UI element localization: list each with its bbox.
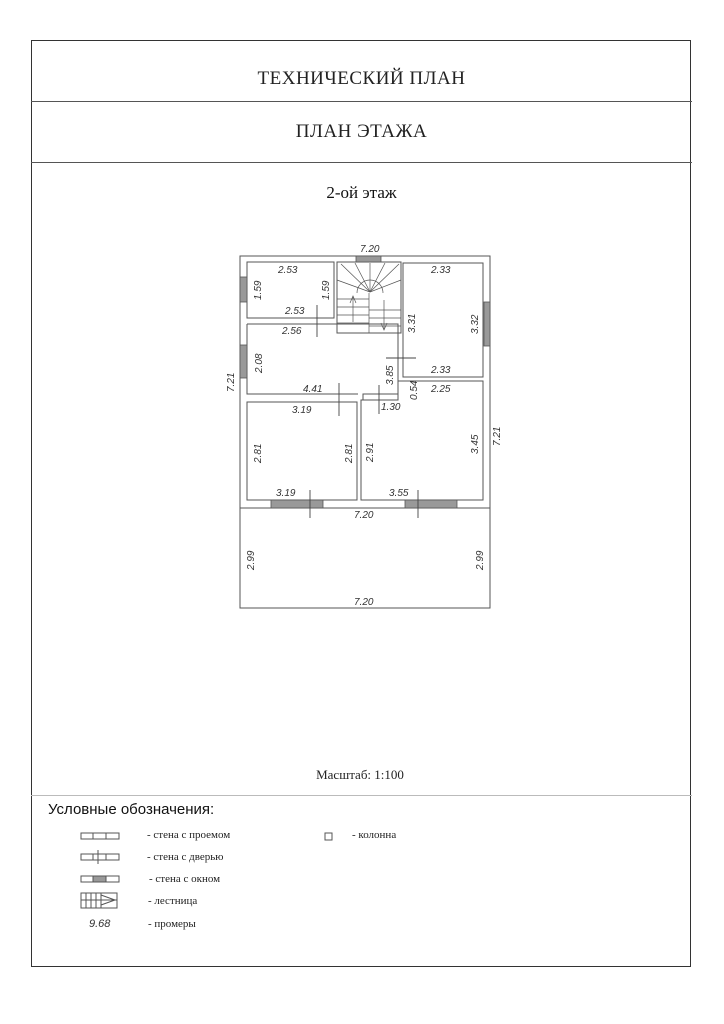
dim-porch-right: 2.99 <box>475 550 486 571</box>
dim-r1-right: 1.59 <box>321 280 332 300</box>
dim-r4-notch-h: 0.54 <box>409 380 420 400</box>
legend-title: Условные обозначения: <box>48 801 215 818</box>
legend-label-dimension: - промеры <box>148 918 196 930</box>
dim-r1-left: 1.59 <box>253 280 264 300</box>
outer-wall <box>239 255 491 509</box>
porch <box>239 507 491 609</box>
stairs <box>336 262 402 333</box>
dim-r1-top: 2.53 <box>277 265 298 276</box>
wall-opening-icon <box>80 832 120 840</box>
divider <box>31 795 692 796</box>
dim-left-total: 7.21 <box>226 373 237 392</box>
stairs-icon <box>80 892 118 909</box>
legend-label-opening: - стена с проемом <box>147 829 231 841</box>
dim-r2-bottom: 2.33 <box>430 365 451 376</box>
legend-label-column: - колонна <box>352 829 397 841</box>
wall-door-icon <box>80 850 120 864</box>
door-marks <box>309 305 419 518</box>
dim-porch-bottom: 7.20 <box>354 597 374 608</box>
dim-r3-top: 3.19 <box>292 405 312 416</box>
document-frame <box>31 40 691 967</box>
dim-r4-top: 2.25 <box>430 384 451 395</box>
document-title: ТЕХНИЧЕСКИЙ ПЛАН <box>257 68 466 89</box>
legend-symbols <box>80 832 333 909</box>
legend-label-window: - стена с окном <box>149 873 221 885</box>
dim-r4-notch-w: 1.30 <box>381 402 401 413</box>
dim-r4-left: 2.91 <box>365 443 376 463</box>
window <box>239 344 248 379</box>
window <box>483 301 491 347</box>
dim-r3-left: 2.81 <box>253 444 264 464</box>
document-subtitle: ПЛАН ЭТАЖА <box>295 121 428 142</box>
divider <box>31 101 692 102</box>
dim-hall-left: 2.08 <box>254 353 265 374</box>
dim-r1-bottom: 2.53 <box>284 306 305 317</box>
dim-r2-left: 3.31 <box>407 314 418 333</box>
legend-dimension-sample: 9.68 <box>89 918 111 930</box>
dim-r4-bottom: 3.55 <box>389 488 409 499</box>
legend-label-door: - стена с дверью <box>147 851 224 863</box>
dim-r2-top: 2.33 <box>430 265 451 276</box>
scale-label: Масштаб: 1:100 <box>316 767 404 782</box>
room-4 <box>360 380 484 501</box>
dim-r3-right: 2.81 <box>344 444 355 464</box>
hall <box>246 323 399 400</box>
room-2 <box>402 262 484 378</box>
dim-hall-bottom: 4.41 <box>303 384 322 395</box>
window <box>404 499 458 509</box>
window <box>270 499 324 509</box>
column-icon <box>324 832 333 841</box>
dim-r3-bottom: 3.19 <box>276 488 296 499</box>
dim-mid-total: 7.20 <box>354 510 374 521</box>
dim-r4-right: 3.45 <box>470 434 481 454</box>
dim-hall-right: 3.85 <box>385 365 396 385</box>
divider <box>31 162 692 163</box>
window <box>355 255 382 263</box>
floor-label: 2-ой этаж <box>326 183 397 202</box>
dim-top-total: 7.20 <box>360 244 380 255</box>
dim-r2-right: 3.32 <box>470 314 481 334</box>
dim-hall-top: 2.56 <box>281 326 302 337</box>
window <box>239 276 248 303</box>
dim-right-total: 7.21 <box>492 427 503 446</box>
wall-window-icon <box>80 875 120 883</box>
legend-label-stairs: - лестница <box>148 895 198 907</box>
dim-porch-left: 2.99 <box>246 550 257 571</box>
